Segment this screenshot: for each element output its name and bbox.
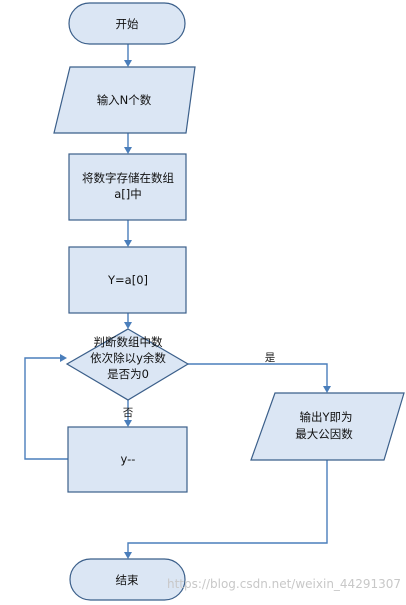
input-label: 输入N个数 bbox=[97, 93, 152, 107]
output-label-line1: 输出Y即为 bbox=[299, 410, 352, 424]
store-label-line1: 将数字存储在数组 bbox=[82, 171, 174, 185]
store-label-line2: a[]中 bbox=[114, 187, 142, 201]
end-label: 结束 bbox=[116, 573, 139, 587]
watermark-text: https://blog.csdn.net/weixin_44291307 bbox=[167, 577, 401, 591]
decrement-process-shape bbox=[67, 426, 188, 493]
node-store: 将数字存储在数组 a[]中 bbox=[68, 153, 187, 221]
store-process-shape bbox=[68, 153, 187, 221]
node-input: 输入N个数 bbox=[53, 66, 196, 134]
arrowhead-store bbox=[124, 147, 132, 154]
arrowhead-loop-back bbox=[60, 354, 67, 362]
arrowhead-output bbox=[323, 386, 331, 393]
node-decision: 判断数组中数 依次除以y余数 是否为0 bbox=[65, 328, 190, 401]
start-label: 开始 bbox=[116, 17, 139, 31]
decrement-label: y-- bbox=[121, 452, 136, 466]
edge-decrement-loop-back bbox=[24, 357, 68, 460]
edge-label-no: 否 bbox=[123, 407, 134, 419]
assign-label: Y=a[0] bbox=[107, 273, 148, 287]
arrowhead-assign bbox=[124, 240, 132, 247]
arrowhead-decision bbox=[124, 322, 132, 329]
node-start: 开始 bbox=[68, 2, 186, 45]
arrowhead-end bbox=[124, 552, 132, 559]
node-end: 结束 bbox=[69, 558, 186, 601]
node-output: 输出Y即为 最大公因数 bbox=[250, 392, 405, 461]
input-parallelogram-shape bbox=[53, 66, 196, 134]
edges bbox=[24, 44, 331, 559]
arrowhead-input bbox=[124, 60, 132, 67]
decision-label-line2: 依次除以y余数 bbox=[90, 351, 166, 365]
node-decrement: y-- bbox=[67, 426, 188, 493]
start-terminal-shape bbox=[68, 2, 186, 45]
decision-label-line3: 是否为0 bbox=[107, 367, 149, 381]
decision-diamond-shape bbox=[65, 328, 190, 401]
output-label-line2: 最大公因数 bbox=[295, 427, 353, 441]
arrowhead-decrement bbox=[124, 420, 132, 427]
edge-decision-to-output bbox=[188, 363, 328, 386]
edge-output-to-end bbox=[127, 460, 328, 552]
assign-process-shape bbox=[68, 246, 187, 314]
edge-label-yes: 是 bbox=[265, 352, 276, 364]
output-parallelogram-shape bbox=[250, 392, 405, 461]
node-assign: Y=a[0] bbox=[68, 246, 187, 314]
end-terminal-shape bbox=[69, 558, 186, 601]
decision-label-line1: 判断数组中数 bbox=[94, 335, 163, 349]
